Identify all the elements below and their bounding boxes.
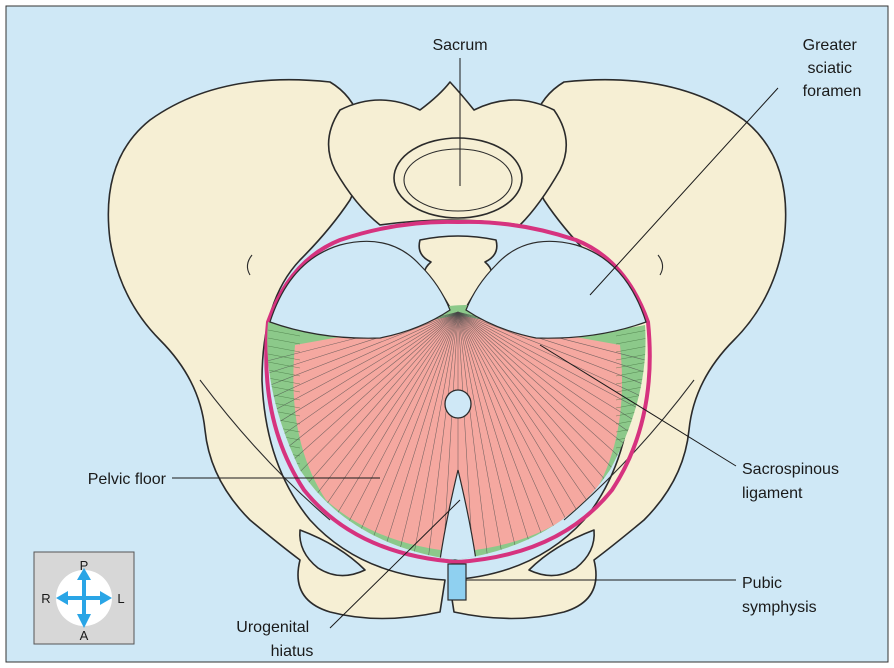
compass-label-right: R: [41, 591, 50, 606]
label-sacrum: Sacrum: [432, 37, 487, 54]
pubic-symphysis-block: [448, 564, 466, 600]
compass-label-anterior: A: [80, 628, 89, 643]
compass-label-posterior: P: [80, 558, 89, 573]
anal-opening: [445, 390, 471, 418]
sacral-body: [394, 138, 522, 218]
label-pelvic-floor: Pelvic floor: [88, 471, 167, 488]
orientation-compass: P A R L: [34, 552, 134, 644]
compass-label-left: L: [117, 591, 124, 606]
label-greater-sciatic-foramen: Greater sciatic foramen: [803, 37, 862, 100]
